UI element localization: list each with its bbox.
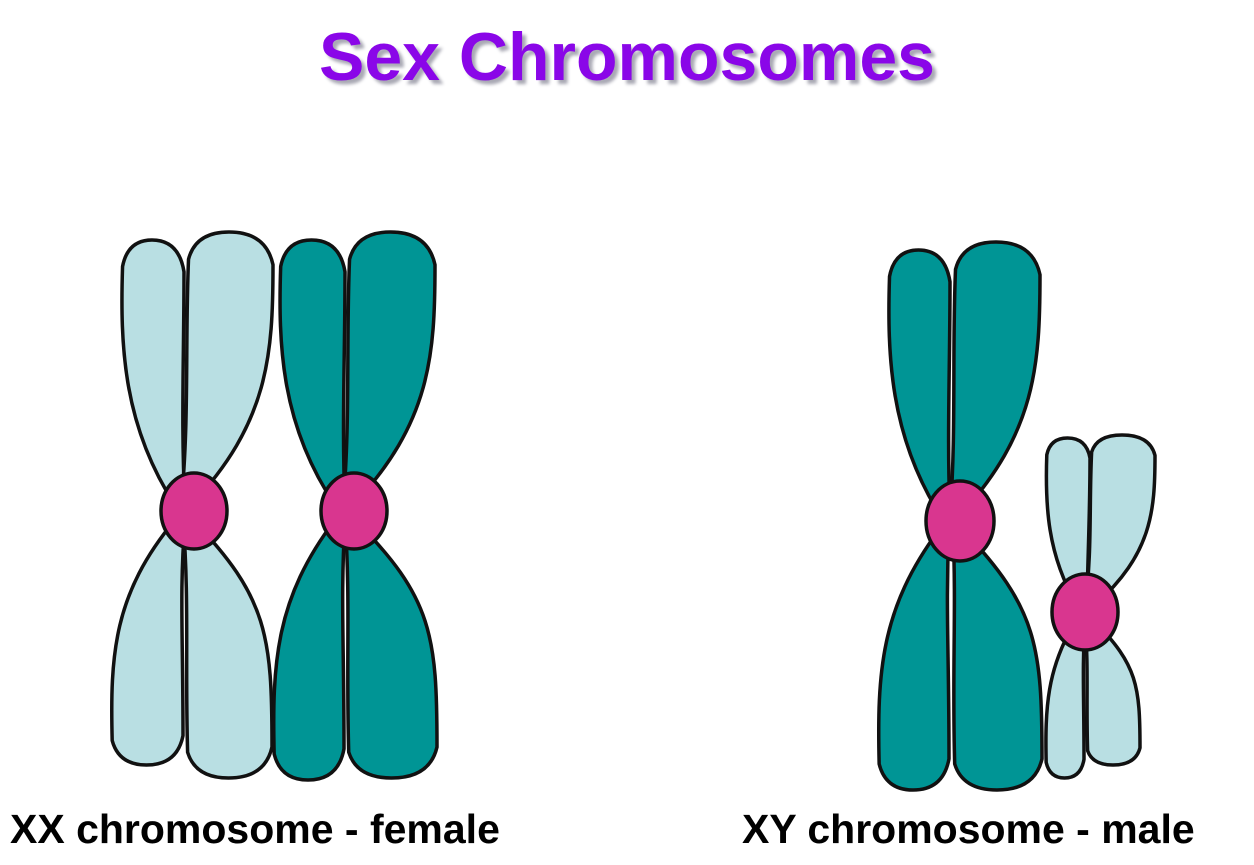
chromatid-arm [1083,433,1157,607]
centromere [1050,572,1120,652]
chromatid-arm [109,518,187,767]
xy-label: XY chromosome - male [742,806,1195,852]
centromere [924,479,996,563]
slide-title: Sex Chromosomes [319,19,935,95]
y-chromosome [1044,433,1157,780]
centromere [159,471,229,551]
x-chromosome-dark [271,230,439,782]
chromatid-arm [278,238,347,507]
chromatid-arm [887,248,952,517]
x-chromosome-male [876,240,1044,792]
chromatid-arm [181,518,274,780]
chromatid-arm [948,240,1042,517]
chromatid-arm [179,230,275,507]
chromatid-arm [120,238,187,507]
chromatid-arm [341,230,437,507]
centromere [319,471,389,551]
xx-label: XX chromosome - female [10,806,500,852]
chromatid-arm [271,518,347,782]
chromatid-arm [951,528,1044,792]
chromatid-arm [1044,620,1087,780]
chromatid-arm [1083,620,1142,767]
chromatid-arm [343,518,439,780]
x-chromosome-light [109,230,275,780]
chromatid-arm [876,528,951,792]
